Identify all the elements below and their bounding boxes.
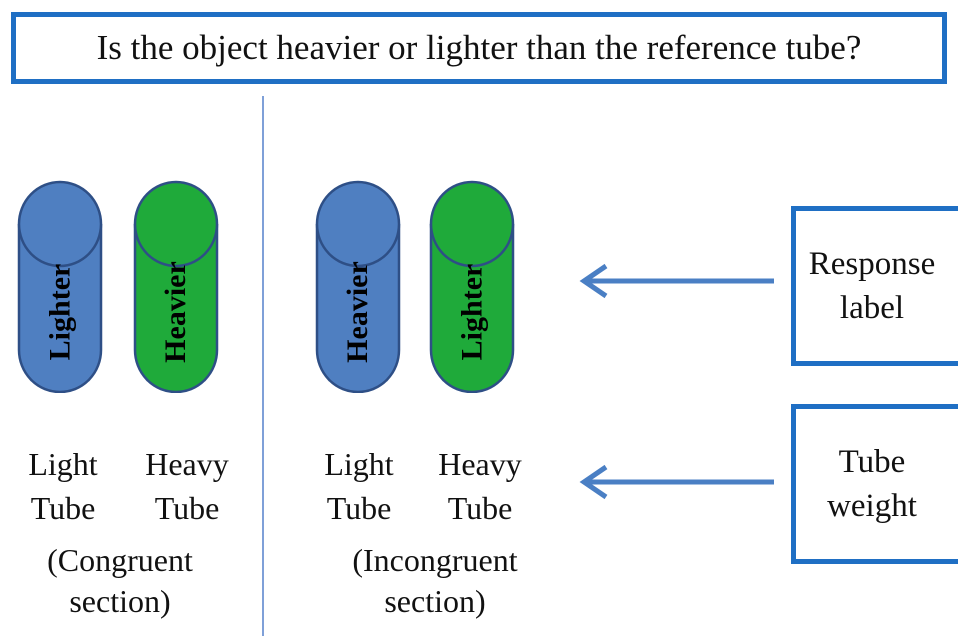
congruent-heavy-tube: Heavier: [133, 180, 219, 393]
tube-caption: Light Tube: [318, 442, 400, 530]
arrow-left-icon: [579, 464, 774, 500]
section-line: section): [384, 583, 486, 619]
tube-weight-text: Tube: [838, 444, 906, 480]
tube-weight-text: weight: [827, 488, 917, 524]
tube-weight-box: Tube weight: [791, 404, 958, 564]
caption-line: Heavy: [438, 446, 522, 482]
incongruent-light-tube: Heavier: [315, 180, 401, 393]
tube-label-text: Heavier: [159, 260, 192, 363]
caption-line: Tube: [30, 490, 96, 526]
caption-line: Light: [324, 446, 394, 482]
blue-cylinder-icon: [315, 180, 401, 393]
incongruent-section-label: (Incongruent section): [330, 540, 540, 622]
response-label-box: Response label: [791, 206, 958, 366]
green-cylinder-icon: [133, 180, 219, 393]
tube-caption: Heavy Tube: [430, 442, 530, 530]
tube-label-text: Heavier: [341, 260, 374, 363]
section-line: section): [69, 583, 171, 619]
response-label-text: Response: [808, 246, 936, 282]
caption-line: Light: [28, 446, 98, 482]
caption-line: Tube: [326, 490, 392, 526]
tube-label-text: Lighter: [455, 263, 488, 360]
congruent-section-label: (Congruent section): [20, 540, 220, 622]
incongruent-heavy-tube: Lighter: [429, 180, 515, 393]
tube-caption: Light Tube: [23, 442, 103, 530]
tube-caption: Heavy Tube: [137, 442, 237, 530]
section-line: (Congruent: [47, 542, 193, 578]
section-line: (Incongruent: [352, 542, 518, 578]
arrow-left-icon: [579, 263, 774, 299]
blue-cylinder-icon: [17, 180, 103, 393]
caption-line: Tube: [154, 490, 220, 526]
green-cylinder-icon: [429, 180, 515, 393]
tube-label-text: Lighter: [43, 263, 76, 360]
congruent-light-tube: Lighter: [17, 180, 103, 393]
section-divider: [262, 96, 264, 636]
caption-line: Heavy: [145, 446, 229, 482]
question-box: Is the object heavier or lighter than th…: [11, 12, 947, 84]
caption-line: Tube: [447, 490, 513, 526]
question-text: Is the object heavier or lighter than th…: [96, 28, 862, 67]
response-label-text: label: [839, 290, 905, 326]
